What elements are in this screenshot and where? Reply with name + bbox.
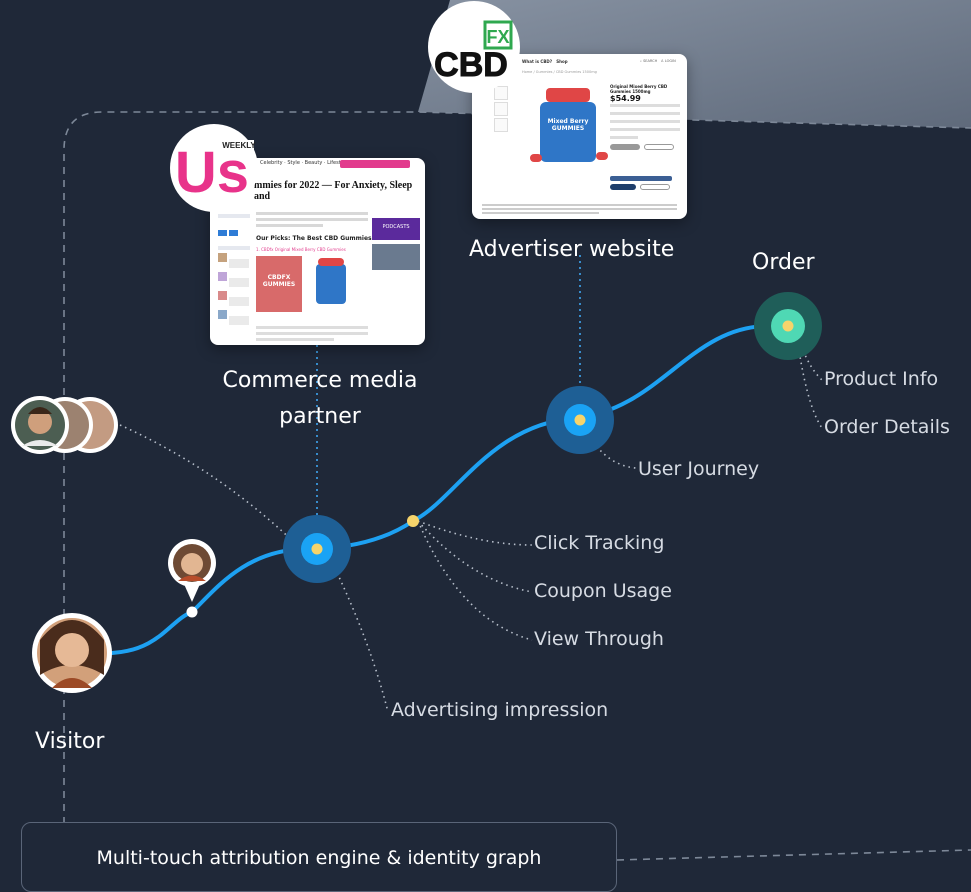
- advertiser-add-to-cart-button[interactable]: [610, 184, 636, 190]
- advertiser-product-jar: Mixed Berry GUMMIES: [540, 102, 596, 162]
- product-info-label: Product Info: [824, 368, 939, 390]
- publisher-link: 1. CBDfx Original Mixed Berry CBD Gummie…: [256, 247, 346, 252]
- advertiser-screenshot: What is CBD? Shop ⌕ SEARCH ♙ LOGIN Home …: [472, 54, 687, 219]
- advertiser-website-label: Advertiser website: [469, 237, 675, 262]
- order-node-dot: [782, 320, 794, 332]
- user-journey-label: User Journey: [638, 458, 760, 480]
- publisher-body-text: [256, 212, 368, 230]
- advertiser-thumbnails: [494, 86, 508, 134]
- attribution-engine-box: Multi-touch attribution engine & identit…: [21, 822, 617, 892]
- svg-text:WEEKLY: WEEKLY: [222, 141, 256, 150]
- leader-user-journey: [579, 417, 637, 469]
- leader-advertising-impression: [329, 557, 389, 713]
- cbdfx-logo-icon: CBD FX: [428, 1, 520, 93]
- leader-visitors: [119, 424, 301, 549]
- leader-coupon-usage: [417, 520, 533, 593]
- click-point: [407, 515, 419, 527]
- publisher-ad-podcasts: PODCASTS: [372, 218, 420, 240]
- advertiser-price: $54.99: [610, 94, 641, 103]
- advertising-impression-label: Advertising impression: [391, 699, 609, 721]
- order-details-label: Order Details: [824, 416, 950, 438]
- visitor-label: Visitor: [35, 729, 105, 754]
- coupon-usage-label: Coupon Usage: [534, 580, 672, 602]
- publisher-badge: [340, 160, 410, 168]
- leader-click-tracking: [417, 520, 533, 546]
- leader-view-through: [417, 520, 533, 641]
- publisher-ad-image: [372, 244, 420, 270]
- advertiser-nav: What is CBD? Shop: [522, 59, 568, 64]
- pin-point: [186, 606, 198, 618]
- publisher-nav: Celebrity · Style · Beauty · Lifestyle ·…: [260, 160, 389, 166]
- advertiser-node-dot: [574, 414, 586, 426]
- publisher-sidebar: [218, 214, 250, 334]
- advertiser-jar-cap: [546, 88, 590, 102]
- advertiser-product-title: Original Mixed Berry CBD Gummies 1500mg: [610, 84, 668, 94]
- us-weekly-logo-icon: Us WEEKLY: [170, 124, 258, 212]
- advertiser-subscribe-button[interactable]: [610, 144, 640, 150]
- view-through-label: View Through: [534, 628, 664, 650]
- commerce-media-partner-label: Commerce media partner: [222, 368, 418, 429]
- publisher-product-jar: [316, 264, 346, 304]
- svg-text:Us: Us: [175, 140, 249, 205]
- svg-text:CBD: CBD: [434, 46, 508, 84]
- commerce-node-dot: [311, 543, 323, 555]
- order-label: Order: [752, 250, 815, 275]
- publisher-headline: mmies for 2022 — For Anxiety, Sleep and: [254, 180, 413, 202]
- attribution-engine-label: Multi-touch attribution engine & identit…: [96, 847, 542, 869]
- publisher-promo-box: CBDFX GUMMIES: [256, 256, 302, 312]
- click-tracking-label: Click Tracking: [534, 532, 665, 554]
- svg-text:FX: FX: [486, 27, 509, 47]
- dashed-boundary: [63, 111, 971, 861]
- publisher-subheading: Our Picks: The Best CBD Gummies: [256, 235, 372, 242]
